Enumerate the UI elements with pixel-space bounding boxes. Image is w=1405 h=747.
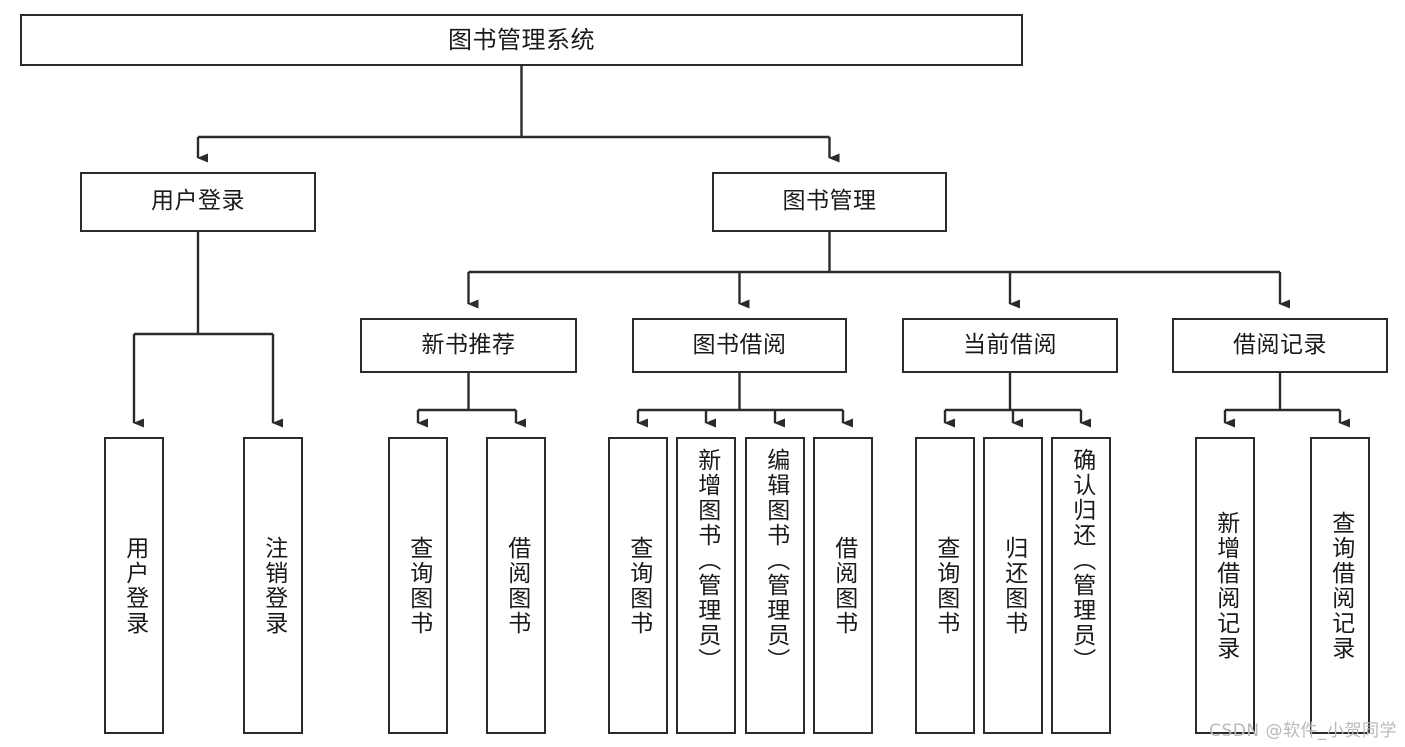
node-edit-book-admin[interactable]: 编辑图书（管理员） [745,437,805,734]
node-user-logout[interactable]: 注销登录 [243,437,303,734]
node-label: 借阅记录 [1233,331,1327,358]
node-borrow-book-rec[interactable]: 借阅图书 [486,437,546,734]
node-book-management[interactable]: 图书管理 [712,172,947,232]
csdn-watermark: CSDN @软件_小贺同学 [1209,721,1397,741]
node-confirm-return-admin[interactable]: 确认归还（管理员） [1051,437,1111,734]
node-label: 新增图书（管理员） [693,448,720,673]
node-label: 归还图书 [1000,535,1027,636]
node-label: 图书管理 [782,188,877,215]
node-label: 查询图书 [625,535,652,636]
node-return-book[interactable]: 归还图书 [983,437,1043,734]
node-add-borrow-record[interactable]: 新增借阅记录 [1195,437,1255,734]
node-label: 注销登录 [260,535,287,636]
node-label: 借阅图书 [830,535,857,636]
node-borrow-book-do[interactable]: 借阅图书 [813,437,873,734]
node-query-book-current[interactable]: 查询图书 [915,437,975,734]
node-borrow-record[interactable]: 借阅记录 [1172,318,1388,373]
node-label: 查询图书 [405,535,432,636]
node-label: 确认归还（管理员） [1068,448,1095,673]
node-new-book-recommend[interactable]: 新书推荐 [360,318,577,373]
node-query-book-rec[interactable]: 查询图书 [388,437,448,734]
node-user-login[interactable]: 用户登录 [80,172,316,232]
node-book-borrow[interactable]: 图书借阅 [632,318,847,373]
node-current-borrow[interactable]: 当前借阅 [902,318,1118,373]
node-query-book-borrow[interactable]: 查询图书 [608,437,668,734]
node-label: 借阅图书 [503,535,530,636]
node-label: 新书推荐 [421,331,516,358]
node-label: 用户登录 [151,188,245,215]
node-label: 图书管理系统 [448,25,595,54]
node-label: 图书借阅 [692,331,787,358]
node-add-book-admin[interactable]: 新增图书（管理员） [676,437,736,734]
node-label: 当前借阅 [963,331,1057,358]
node-label: 查询图书 [932,535,959,636]
node-root-system[interactable]: 图书管理系统 [20,14,1023,66]
node-query-borrow-record[interactable]: 查询借阅记录 [1310,437,1370,734]
node-label: 查询借阅记录 [1327,510,1354,661]
node-label: 新增借阅记录 [1212,510,1239,661]
node-user-login-do[interactable]: 用户登录 [104,437,164,734]
node-label: 用户登录 [121,535,148,636]
node-label: 编辑图书（管理员） [762,448,789,673]
